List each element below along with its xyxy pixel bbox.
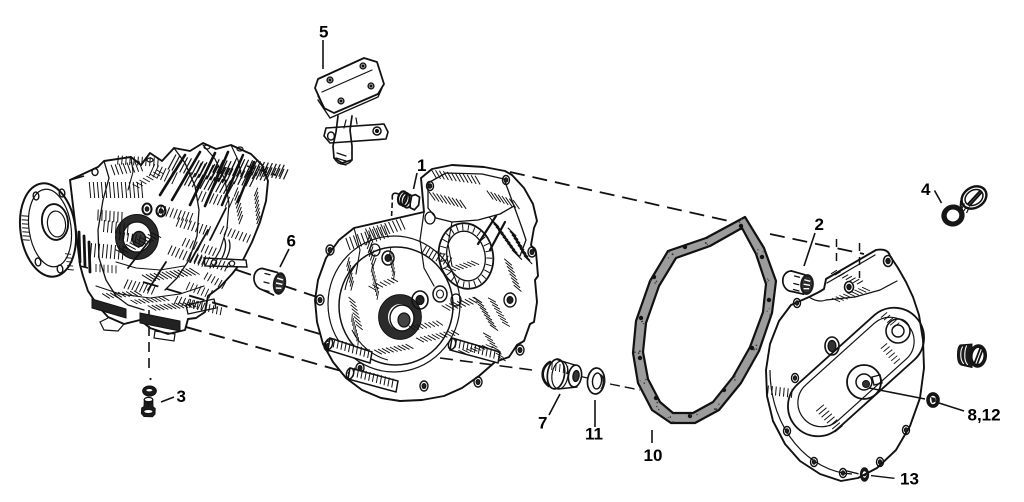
svg-text:7: 7 xyxy=(538,414,547,433)
svg-text:2: 2 xyxy=(815,215,824,234)
svg-text:10: 10 xyxy=(644,446,663,465)
svg-text:6: 6 xyxy=(287,232,296,251)
svg-text:3: 3 xyxy=(177,387,186,406)
svg-text:8,12: 8,12 xyxy=(968,406,1001,425)
svg-text:5: 5 xyxy=(319,23,328,42)
svg-text:11: 11 xyxy=(585,425,603,444)
svg-text:1: 1 xyxy=(417,156,426,175)
svg-text:4: 4 xyxy=(921,180,931,199)
svg-text:13: 13 xyxy=(900,470,919,489)
